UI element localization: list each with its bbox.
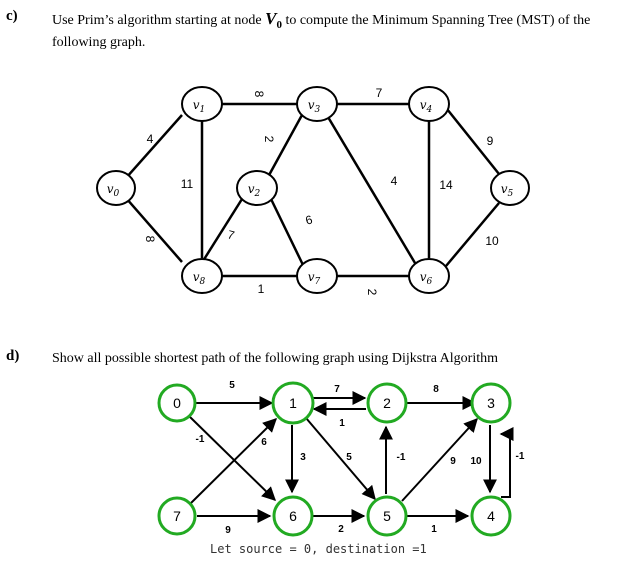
node-label-v6: v6	[420, 270, 433, 287]
edge-v0-v1	[125, 114, 183, 179]
dijkstra-node-labels: 0 1 2 3 7 6 5 4	[173, 395, 495, 524]
dnode-4	[470, 495, 512, 537]
dnode-3	[470, 382, 512, 424]
edge-v3-v2	[266, 114, 304, 178]
prim-edge-weights: 4 8 8 11 2 7 4 7 6 9 14 10 1 2	[143, 86, 499, 296]
node-v1	[181, 86, 223, 122]
node-label-v2: v2	[248, 182, 261, 199]
dweight-7-6: 9	[225, 525, 231, 536]
node-label-v7: v7	[308, 270, 321, 287]
edge-5-3	[401, 417, 478, 502]
question-c-text: Use Prim’s algorithm starting at node V0…	[52, 10, 612, 51]
edge-4-3	[499, 427, 514, 498]
dweight-2-3: 8	[433, 384, 439, 395]
node-label-v8: v8	[193, 270, 206, 287]
dweight-7-1: 6	[261, 437, 267, 448]
weight-v2-v7: 6	[304, 212, 314, 227]
weight-v0-v1: 4	[147, 132, 154, 146]
dijkstra-edges	[189, 391, 514, 523]
dijkstra-nodes	[157, 381, 512, 537]
dweight-1-2: 7	[334, 384, 340, 395]
node-v6	[408, 258, 450, 294]
weight-v0-v8: 8	[143, 236, 157, 243]
weight-v8-v7: 1	[258, 282, 265, 296]
dweight-1-6: 3	[300, 452, 306, 463]
dweight-2-1: 1	[339, 418, 345, 429]
start-node-sub: 0	[276, 18, 282, 31]
prim-node-labels: v0 v1 v2 v3 v4 v5 v6 v7 v8	[107, 98, 514, 287]
question-d-label: d)	[6, 348, 20, 364]
start-node-name: V	[265, 9, 277, 28]
dnode-label-1: 1	[289, 395, 297, 411]
dnode-5	[366, 495, 408, 537]
weight-v4-v6: 14	[439, 178, 453, 192]
node-v3	[296, 86, 338, 122]
dnode-label-7: 7	[173, 508, 181, 524]
node-label-v4: v4	[420, 98, 433, 115]
prim-graph-nodes	[96, 86, 530, 294]
weight-v1-v8: 11	[181, 177, 194, 191]
dnode-0	[157, 383, 197, 423]
dweight-3-4: 10	[470, 456, 482, 467]
edge-v5-v6	[445, 202, 500, 267]
weight-v3-v6: 4	[391, 174, 398, 188]
prim-graph-edges	[125, 102, 500, 278]
dweight-1-5: 5	[346, 452, 352, 463]
weight-v1-v3: 8	[252, 91, 266, 98]
question-c-label: c)	[6, 8, 18, 24]
node-label-v1: v1	[193, 98, 206, 115]
weight-v3-v2: 2	[262, 136, 276, 143]
node-v4	[408, 86, 450, 122]
node-v7	[296, 258, 338, 294]
edge-v0-v8	[125, 197, 183, 263]
dnode-label-3: 3	[487, 395, 495, 411]
dweight-5-4: 1	[431, 524, 437, 535]
dweight-5-3: 9	[450, 456, 456, 467]
edge-7-1	[189, 418, 277, 505]
node-v2	[236, 170, 278, 206]
dijkstra-edge-weights: 5 7 1 8 -1 6 3 5 -1 9 10 -1 9 2 1	[196, 380, 525, 536]
weight-v4-v5: 9	[487, 134, 494, 148]
dweight-5-2: -1	[397, 452, 406, 463]
node-label-v3: v3	[308, 98, 321, 115]
dweight-4-3: -1	[516, 451, 525, 462]
edge-1-5	[305, 417, 376, 501]
source-destination-note: Let source = 0, destination =1	[210, 542, 427, 556]
edge-0-6	[189, 416, 277, 501]
edge-v2-v7	[269, 198, 305, 266]
dweight-6-5: 2	[338, 524, 344, 535]
dnode-label-6: 6	[289, 508, 297, 524]
question-c-line1: Use Prim’s algorithm starting at node	[52, 13, 262, 28]
question-c-line1-rest: to compute the Minimum Spanning Tree (MS…	[285, 13, 591, 28]
dweight-0-6: -1	[196, 434, 205, 445]
weight-v5-v6: 10	[485, 234, 499, 248]
edge-v4-v5	[446, 108, 500, 175]
node-label-v5: v5	[501, 182, 514, 199]
question-c-line2: following graph.	[52, 34, 146, 50]
dnode-label-5: 5	[383, 508, 391, 524]
dnode-label-0: 0	[173, 395, 181, 411]
dnode-2	[366, 382, 408, 424]
dnode-1	[271, 381, 315, 425]
dnode-label-2: 2	[383, 395, 391, 411]
dweight-0-1: 5	[229, 380, 235, 391]
node-v8	[181, 258, 223, 294]
weight-v3-v4: 7	[376, 86, 383, 100]
dnode-7	[157, 496, 197, 536]
weight-v7-v6: 2	[365, 289, 379, 296]
question-d-text: Show all possible shortest path of the f…	[52, 351, 499, 366]
dnode-label-4: 4	[487, 508, 495, 524]
weight-v2-v8: 7	[226, 227, 236, 242]
node-label-v0: v0	[107, 182, 120, 199]
edge-v3-v6	[326, 116, 417, 264]
dnode-6	[272, 495, 314, 537]
edge-v2-v8	[201, 198, 244, 262]
node-v5	[490, 170, 530, 206]
node-v0	[96, 170, 136, 206]
